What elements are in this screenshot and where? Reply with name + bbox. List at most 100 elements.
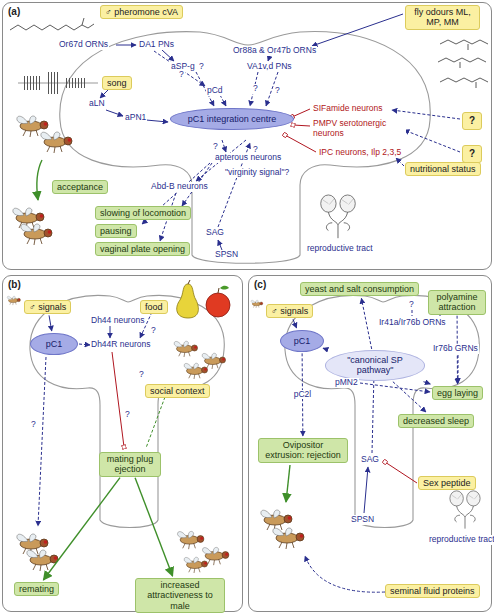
neuron-label: reproductive tract <box>306 244 374 254</box>
panel-letter: (b) <box>8 279 21 291</box>
node-text: ? <box>469 148 475 160</box>
neuron-label: SIFamide neurons <box>312 104 383 114</box>
node-text: pC1 <box>289 336 315 346</box>
behaviour-arrow-part <box>286 465 290 502</box>
song-waveform-part <box>18 83 98 84</box>
node-text: ♂ signals <box>271 306 308 316</box>
node-text: pC1 integration centre <box>179 114 285 124</box>
behaviour-arrow <box>37 160 290 502</box>
neuron-label: Ir41a/Ir76b ORNs <box>378 318 447 328</box>
node-text: Sex peptide <box>423 478 471 488</box>
fruit-part <box>220 286 229 290</box>
unknown-mark: ? <box>252 145 259 155</box>
fly-figure <box>7 116 304 573</box>
pathway-arrow-part <box>268 55 270 61</box>
neuron-label: IPC neurons, Ilp 2,3,5 <box>318 148 402 158</box>
neuron-label: Dh44R neurons <box>90 340 152 350</box>
behaviour-arrow-part <box>37 160 42 200</box>
node-text: Ovipositor extrusion: rejection <box>263 440 343 461</box>
fly-figure-part <box>7 296 20 305</box>
neuron-label: VA1v,d PNs <box>246 62 293 72</box>
inhibitory-line-part <box>385 462 417 483</box>
brain-outline-part <box>285 295 479 527</box>
behaviour-box: decreased sleep <box>398 414 474 428</box>
inhibitory-line-part <box>112 352 124 447</box>
behaviour-arrow-part <box>146 397 165 448</box>
node-text: seminal fluid proteins <box>390 586 475 596</box>
pathway-arrow-part <box>106 110 123 116</box>
input-box: ♂ signals <box>266 304 313 318</box>
pathway-arrow-part <box>154 51 205 86</box>
neuron-ellipse: pC1 <box>30 333 78 355</box>
pathway-arrow <box>38 14 460 592</box>
molecule-part <box>10 25 88 30</box>
neuron-ellipse: pC1 <box>280 330 324 352</box>
pathway-arrow-part <box>218 240 222 250</box>
node-text: ♂ signals <box>29 302 66 312</box>
unknown-mark: ? <box>30 420 37 430</box>
unknown-input-box: ? <box>462 112 482 130</box>
unknown-mark: ? <box>124 410 131 420</box>
neuron-label: SAG <box>205 228 225 238</box>
fly-figure-part <box>21 224 52 245</box>
input-box: song <box>102 76 132 90</box>
molecule-part <box>440 78 488 82</box>
molecule-part <box>438 58 486 62</box>
inhibitory-line-part <box>292 109 310 117</box>
node-text: social context <box>150 386 205 396</box>
unknown-mark: ? <box>212 142 219 152</box>
input-box: nutritional status <box>405 162 481 176</box>
connector-arrow <box>49 315 52 331</box>
node-text: decreased sleep <box>403 416 469 426</box>
pathway-arrow-part <box>79 344 90 345</box>
fly-figure-part <box>41 132 72 153</box>
behaviour-box: pausing <box>95 224 137 238</box>
fruit-part <box>206 293 230 317</box>
node-text: food <box>145 302 163 312</box>
pathway-arrow-part <box>312 14 403 46</box>
behaviour-box: vaginal plate opening <box>95 242 190 256</box>
unknown-mark: ? <box>138 370 145 380</box>
neuron-label: PMPV serotonergic neurons <box>312 119 406 138</box>
pathway-arrow-part <box>404 130 460 152</box>
behaviour-box: mating plug ejection <box>99 452 161 477</box>
figure-panel: (b) ♂ signals pC1 food social context mating … <box>2 275 243 612</box>
pathway-arrow-part <box>146 120 168 122</box>
pathway-arrow-part <box>222 140 226 152</box>
pathway-arrow-part <box>458 355 459 383</box>
behaviour-box: slowing of locomotion <box>95 206 191 220</box>
neuron-label: "virginity signal"? <box>224 168 290 178</box>
pathway-arrow-part <box>250 72 258 106</box>
behaviour-box: Ovipositor extrusion: rejection <box>258 438 348 463</box>
node-text: yeast and salt consumption <box>305 284 414 294</box>
input-box: Sex peptide <box>418 476 476 490</box>
pathway-arrow-part <box>396 158 404 166</box>
connector-arrow <box>135 478 172 576</box>
behaviour-box: remating <box>14 582 59 596</box>
input-box: ♂ signals <box>24 300 71 314</box>
behaviour-box: egg laying <box>432 386 483 400</box>
node-text: egg laying <box>437 388 478 398</box>
behaviour-box: polyamine attraction <box>428 290 486 315</box>
fly-figure-part <box>184 557 207 573</box>
connector-arrow <box>293 319 297 328</box>
unknown-mark: ? <box>198 62 205 72</box>
pathway-arrow-part <box>305 556 385 592</box>
connector-label: pC2l <box>293 390 312 400</box>
panel-letter: (a) <box>8 6 20 18</box>
neuron-label: pMN2 <box>334 378 359 388</box>
unknown-mark: ? <box>408 300 415 310</box>
figure-panel: (c)♂ signalspC1"canonical SP pathway"yea… <box>248 275 492 612</box>
pathway-arrow-part <box>110 326 111 338</box>
brain-outline <box>30 32 479 528</box>
pathway-ellipse: "canonical SP pathway" <box>325 350 425 381</box>
fly-figure-part <box>261 510 292 531</box>
node-text: acceptance <box>57 182 103 192</box>
connector-arrow <box>361 298 371 349</box>
node-text: ? <box>469 115 475 127</box>
connector-arrow <box>423 382 430 384</box>
pathway-arrow-part <box>116 45 136 46</box>
unknown-input-box: ? <box>462 145 482 163</box>
unknown-mark: ? <box>150 326 157 336</box>
